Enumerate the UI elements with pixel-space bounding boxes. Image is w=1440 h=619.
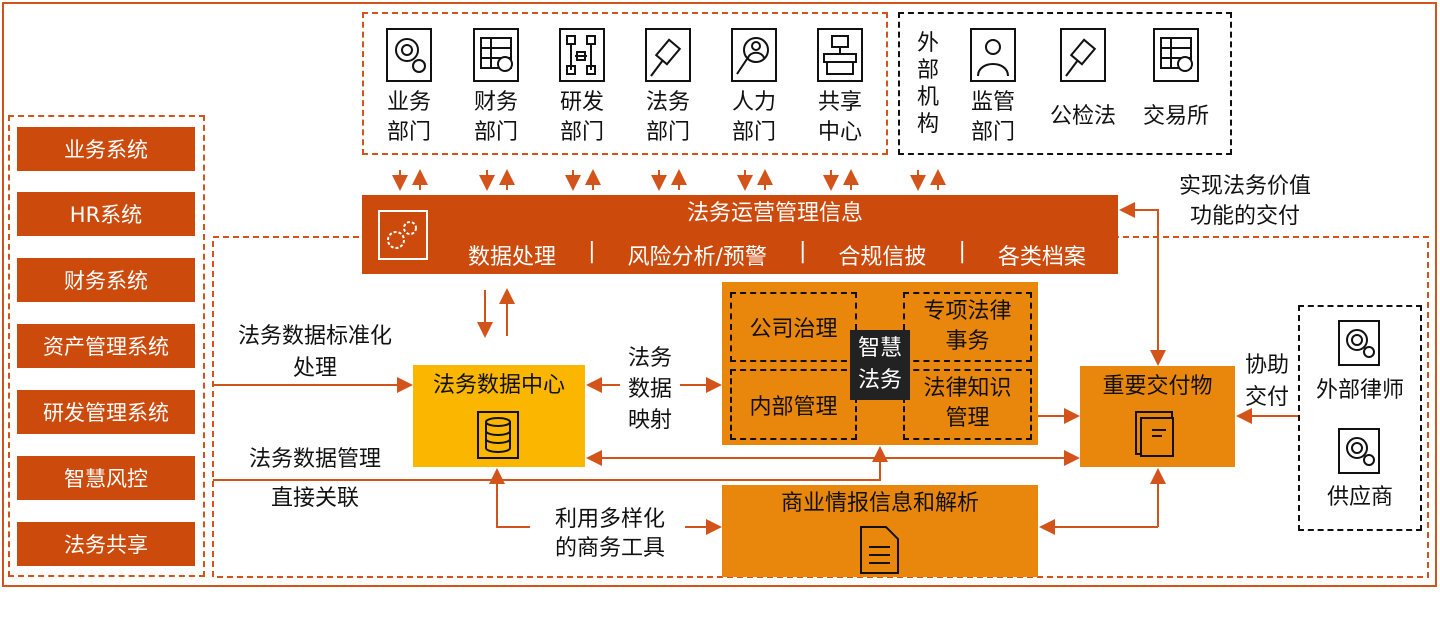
smart-legal-box: 公司治理 专项法律事务 内部管理 法律知识管理 智慧法务 xyxy=(722,282,1038,445)
ops-item: 各类档案 xyxy=(997,245,1086,270)
deliverables-box: 重要交付物 xyxy=(1080,366,1235,467)
source-system: 业务系统 xyxy=(17,127,195,171)
person-icon xyxy=(970,28,1016,82)
smart-legal-center: 智慧法务 xyxy=(850,330,910,400)
desk-icon xyxy=(817,28,863,82)
money-gear-icon xyxy=(386,28,432,82)
quadrant-corporate-governance: 公司治理 xyxy=(730,292,857,362)
department-label: 法务部门 xyxy=(645,90,690,145)
spreadsheet-percent-icon xyxy=(1153,28,1199,82)
source-system: 财务系统 xyxy=(17,258,195,302)
ops-bar-title: 法务运营管理信息 xyxy=(686,201,863,226)
source-system: 资产管理系统 xyxy=(17,324,195,368)
gavel-icon xyxy=(645,28,691,82)
external-orgs-group xyxy=(898,12,1232,155)
bi-title: 商业情报信息和解析 xyxy=(780,491,979,516)
person-search-icon xyxy=(731,28,777,82)
legal-data-center-box: 法务数据中心 xyxy=(413,365,585,467)
external-org-label: 公检法 xyxy=(1049,104,1116,129)
source-systems-group xyxy=(8,115,205,577)
ops-item: 风险分析/预警 xyxy=(627,245,767,270)
external-org-label: 交易所 xyxy=(1142,104,1209,129)
mapping-label: 法务数据映射 xyxy=(627,346,672,433)
source-system: 法务共享 xyxy=(17,522,195,566)
gears-icon xyxy=(378,210,428,260)
external-orgs-title: 外部机构 xyxy=(916,31,939,137)
gavel-icon xyxy=(1060,28,1106,82)
money-gear-icon xyxy=(1338,320,1380,366)
department-label: 研发部门 xyxy=(559,90,604,145)
standardize-label: 法务数据标准化 xyxy=(237,324,392,349)
standardize-label: 处理 xyxy=(292,356,337,381)
source-system: HR系统 xyxy=(17,192,195,236)
deliverables-title: 重要交付物 xyxy=(1102,374,1213,399)
data-mgmt-label: 直接关联 xyxy=(270,486,359,511)
quadrant-legal-knowledge: 法律知识管理 xyxy=(903,369,1032,440)
source-system: 智慧风控 xyxy=(17,456,195,500)
assist-label: 协助交付 xyxy=(1244,353,1289,410)
ops-item: 数据处理 xyxy=(468,245,557,270)
value-note-line2: 功能的交付 xyxy=(1189,204,1300,229)
departments-group xyxy=(362,12,888,155)
data-mgmt-label: 法务数据管理 xyxy=(248,447,381,472)
business-intelligence-box: 商业情报信息和解析 xyxy=(722,485,1038,577)
value-note-line1: 实现法务价值 xyxy=(1178,174,1311,199)
quadrant-internal-mgmt: 内部管理 xyxy=(730,369,857,440)
department-label: 业务部门 xyxy=(386,90,431,145)
ops-item: 合规信披 xyxy=(838,245,927,270)
department-label: 人力部门 xyxy=(731,90,776,145)
data-center-title: 法务数据中心 xyxy=(432,373,565,398)
tools-label: 的商务工具 xyxy=(554,536,665,561)
database-icon xyxy=(477,411,519,459)
source-system: 研发管理系统 xyxy=(17,390,195,434)
department-label: 共享中心 xyxy=(817,90,862,145)
legal-ops-info-bar: 法务运营管理信息 数据处理| 风险分析/预警| 合规信披| 各类档案 xyxy=(362,195,1118,274)
partner-label: 外部律师 xyxy=(1315,378,1404,403)
partner-label: 供应商 xyxy=(1326,485,1393,510)
external-org-label: 监管部门 xyxy=(970,90,1015,145)
spreadsheet-percent-icon xyxy=(473,28,519,82)
money-gear-icon xyxy=(1338,428,1380,474)
department-label: 财务部门 xyxy=(473,90,518,145)
ops-bar-items: 数据处理| 风险分析/预警| 合规信披| 各类档案 xyxy=(468,239,1086,270)
external-partners-group xyxy=(1298,305,1422,531)
tools-label: 利用多样化 xyxy=(554,507,665,532)
flowchart-icon xyxy=(559,28,605,82)
quadrant-special-legal: 专项法律事务 xyxy=(903,292,1032,362)
